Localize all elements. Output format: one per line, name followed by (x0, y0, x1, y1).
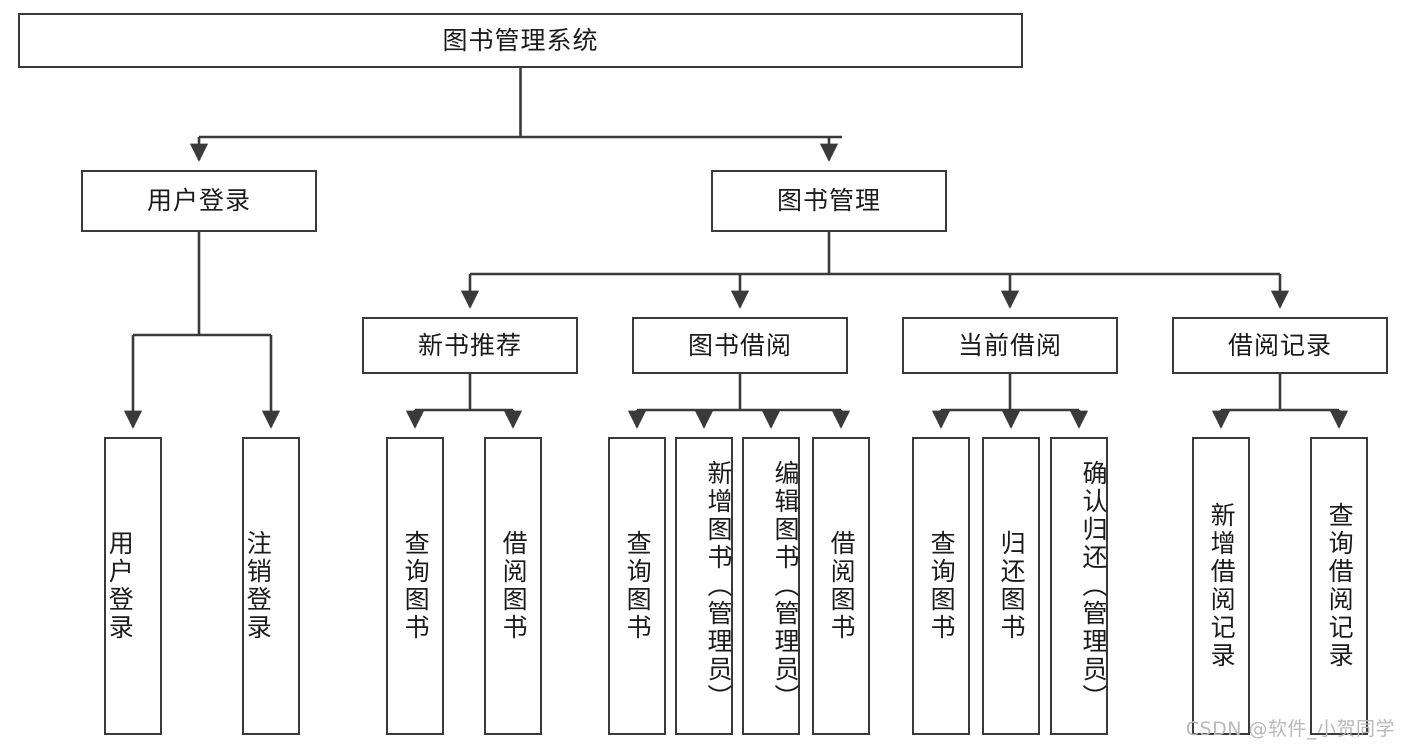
node-leaf-add-book-admin-label: 新增图书（管理员） (704, 460, 733, 712)
node-leaf-return-book-label: 归还图书 (997, 530, 1027, 642)
node-user-login-label: 用户登录 (146, 186, 251, 216)
node-leaf-logout-label: 注销登录 (243, 530, 273, 642)
node-leaf-query-borrow-record[interactable]: 查询借阅记录 (1310, 437, 1368, 735)
node-leaf-add-book-admin[interactable]: 新增图书（管理员） (675, 437, 733, 735)
node-root[interactable]: 图书管理系统 (18, 13, 1023, 68)
node-leaf-user-login-label: 用户登录 (105, 530, 135, 642)
node-root-label: 图书管理系统 (442, 25, 599, 55)
node-leaf-borrow-book-1-label: 借阅图书 (499, 530, 529, 642)
node-current-borrow-label: 当前借阅 (957, 330, 1062, 360)
node-leaf-logout[interactable]: 注销登录 (242, 437, 300, 735)
node-leaf-query-borrow-record-label: 查询借阅记录 (1325, 502, 1355, 670)
node-leaf-confirm-return-admin[interactable]: 确认归还（管理员） (1050, 437, 1108, 735)
node-borrow-record[interactable]: 借阅记录 (1172, 317, 1388, 374)
csdn-watermark: CSDN @软件_小贺同学 (1185, 718, 1395, 740)
node-new-book-recommend[interactable]: 新书推荐 (362, 317, 578, 374)
node-leaf-borrow-book-2[interactable]: 借阅图书 (812, 437, 870, 735)
node-leaf-edit-book-admin-label: 编辑图书（管理员） (771, 460, 800, 712)
node-book-management-label: 图书管理 (776, 186, 881, 216)
node-leaf-user-login[interactable]: 用户登录 (104, 437, 162, 735)
node-current-borrow[interactable]: 当前借阅 (902, 317, 1118, 374)
node-leaf-borrow-book-2-label: 借阅图书 (827, 530, 857, 642)
node-leaf-add-borrow-record[interactable]: 新增借阅记录 (1192, 437, 1250, 735)
node-leaf-add-borrow-record-label: 新增借阅记录 (1207, 502, 1237, 670)
node-book-borrow[interactable]: 图书借阅 (632, 317, 848, 374)
node-leaf-confirm-return-admin-label: 确认归还（管理员） (1079, 460, 1108, 712)
node-leaf-query-book-3[interactable]: 查询图书 (912, 437, 970, 735)
node-user-login[interactable]: 用户登录 (81, 170, 317, 232)
node-leaf-return-book[interactable]: 归还图书 (982, 437, 1040, 735)
node-leaf-borrow-book-1[interactable]: 借阅图书 (484, 437, 542, 735)
node-leaf-query-book-1[interactable]: 查询图书 (386, 437, 444, 735)
node-borrow-record-label: 借阅记录 (1227, 330, 1332, 360)
node-leaf-query-book-3-label: 查询图书 (927, 530, 957, 642)
node-leaf-query-book-1-label: 查询图书 (401, 530, 431, 642)
node-leaf-edit-book-admin[interactable]: 编辑图书（管理员） (742, 437, 800, 735)
node-leaf-query-book-2[interactable]: 查询图书 (608, 437, 666, 735)
node-leaf-query-book-2-label: 查询图书 (623, 530, 653, 642)
node-book-borrow-label: 图书借阅 (687, 330, 792, 360)
node-book-management[interactable]: 图书管理 (711, 170, 947, 232)
node-new-book-recommend-label: 新书推荐 (417, 330, 522, 360)
